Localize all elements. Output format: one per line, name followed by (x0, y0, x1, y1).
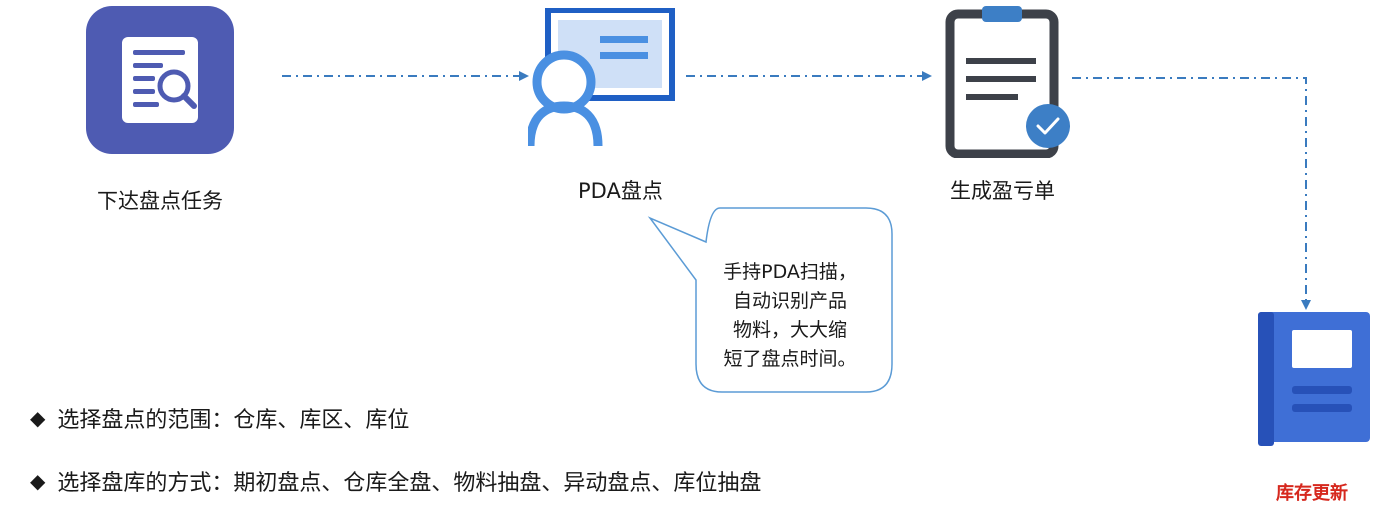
bullet-text-range: 选择盘点的范围：仓库、库区、库位 (57, 408, 410, 433)
clipboard-check-icon (944, 2, 1074, 159)
bubble-line-4: 短了盘点时间。 (723, 348, 857, 370)
book-icon (1258, 312, 1370, 446)
bubble-line-1: 手持PDA扫描， (723, 261, 857, 283)
bullet-text-method: 选择盘库的方式：期初盘点、仓库全盘、物料抽盘、异动盘点、库位抽盘 (57, 471, 762, 496)
step-label-issue-task: 下达盘点任务 (97, 189, 223, 213)
speech-bubble-text: 手持PDA扫描， 自动识别产品 物料，大大缩 短了盘点时间。 (705, 258, 875, 374)
bubble-line-2: 自动识别产品 (732, 290, 847, 312)
bullet-item-range: ◆ 选择盘点的范围：仓库、库区、库位 (30, 402, 409, 434)
bubble-line-3: 物料，大大缩 (732, 319, 847, 341)
step-label-profit-loss: 生成盈亏单 (950, 179, 1055, 203)
document-search-icon (86, 6, 234, 154)
diamond-bullet-icon: ◆ (30, 469, 46, 493)
step-label-stock-update: 库存更新 (1276, 483, 1348, 504)
arrow-profitloss-to-stock (1072, 77, 1311, 310)
bullet-item-method: ◆ 选择盘库的方式：期初盘点、仓库全盘、物料抽盘、异动盘点、库位抽盘 (30, 465, 761, 497)
diamond-bullet-icon: ◆ (30, 406, 46, 430)
speech-bubble (647, 207, 893, 393)
pda-user-icon (525, 7, 676, 150)
step-label-pda-count: PDA盘点 (578, 179, 663, 203)
